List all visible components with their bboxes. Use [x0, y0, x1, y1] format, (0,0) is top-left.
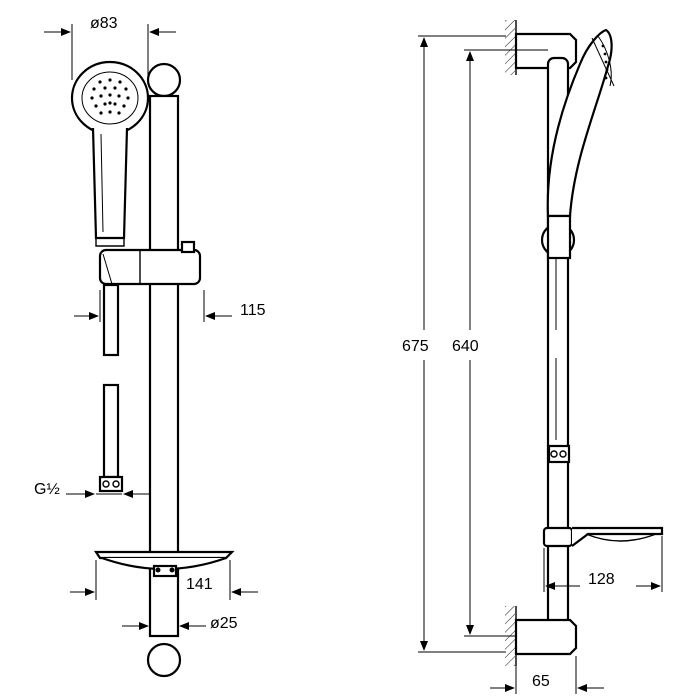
- dim-label-bracket-spacing: 640: [452, 338, 479, 355]
- dim-label-hose-thread: G½: [34, 481, 60, 498]
- dim-label-head-diameter: ø83: [90, 15, 118, 32]
- hand-shower-side: [540, 28, 615, 260]
- dim-hose-thread: G½: [34, 481, 150, 498]
- dim-head-diameter: ø83: [44, 15, 176, 80]
- dim-label-rail-diameter: ø25: [210, 615, 238, 632]
- dim-bracket-spacing: 640: [452, 49, 548, 637]
- lower-bracket: [514, 618, 578, 656]
- dim-slider-offset: 115: [74, 290, 266, 322]
- dim-label-dish-projection: 128: [588, 571, 615, 588]
- dim-label-wall-projection: 65: [532, 673, 550, 690]
- dim-dish-projection: 128: [543, 536, 663, 592]
- slider-holder: [98, 240, 202, 286]
- hose: [98, 283, 124, 493]
- dim-soap-dish-width: 141: [70, 560, 258, 600]
- hand-shower-head: [70, 60, 150, 247]
- dim-overall-height: 675: [402, 35, 506, 653]
- soap-dish-side: [542, 526, 664, 548]
- front-view: ø83 115 G½ 141 ø25: [34, 15, 266, 678]
- slide-rail: [146, 62, 182, 678]
- soap-dish: [93, 550, 235, 578]
- dim-label-slider-offset: 115: [240, 302, 266, 319]
- dim-label-soap-dish-width: 141: [186, 576, 213, 593]
- dim-wall-projection: 65: [490, 656, 604, 694]
- dim-rail-diameter: ø25: [122, 615, 238, 632]
- side-view: 675 640 128 65: [402, 20, 664, 694]
- dim-label-overall-height: 675: [402, 338, 429, 355]
- wall: [505, 20, 517, 666]
